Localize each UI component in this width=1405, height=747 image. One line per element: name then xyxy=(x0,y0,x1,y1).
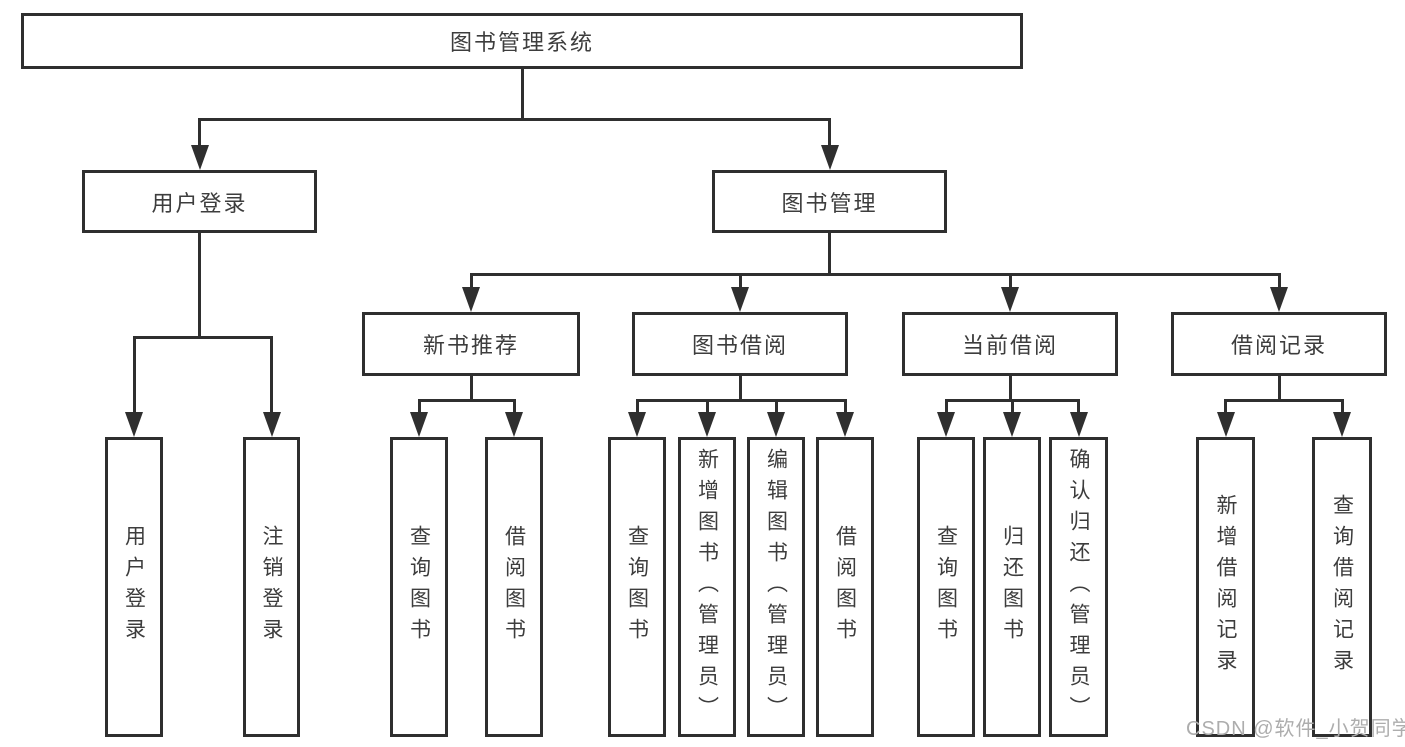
node-label: 新书推荐 xyxy=(422,333,519,358)
connector-rail xyxy=(469,273,1281,276)
arrowhead-icon xyxy=(1069,412,1088,437)
node-label: 查询借阅记录 xyxy=(1330,494,1354,680)
arrowhead-icon xyxy=(410,412,428,437)
arrowhead-icon xyxy=(505,412,523,437)
diagram-node-mgmt: 图书管理 xyxy=(712,170,947,233)
diagram-node-user-login: 用户登录 xyxy=(105,437,163,737)
node-label: 图书管理 xyxy=(781,190,878,216)
arrowhead-icon xyxy=(190,145,209,170)
connector-drop xyxy=(417,399,421,421)
diagram-node-br-query: 查询借阅记录 xyxy=(1312,437,1372,737)
connector-stem xyxy=(828,232,831,276)
diagram-node-nb-borrow: 借阅图书 xyxy=(485,437,543,737)
node-label: 查询图书 xyxy=(625,525,649,649)
node-label: 借阅记录 xyxy=(1230,333,1327,358)
connector-drop xyxy=(774,399,778,421)
arrowhead-icon xyxy=(262,412,281,437)
connector-rail xyxy=(132,336,273,339)
arrowhead-icon xyxy=(698,412,716,437)
diagram-node-newrec: 新书推荐 xyxy=(362,312,580,376)
diagram-node-login: 用户登录 xyxy=(82,170,317,233)
diagram-node-bb-add: 新增图书（管理员） xyxy=(678,437,736,737)
diagram-node-br-add: 新增借阅记录 xyxy=(1196,437,1255,737)
node-label: 新增图书（管理员） xyxy=(695,447,719,727)
arrowhead-icon xyxy=(628,412,646,437)
diagram-node-nb-query: 查询图书 xyxy=(390,437,448,737)
arrowhead-icon xyxy=(1270,287,1288,312)
diagram-node-root: 图书管理系统 xyxy=(21,13,1023,69)
node-label: 图书管理系统 xyxy=(449,30,594,55)
arrowhead-icon xyxy=(1333,412,1351,437)
arrowhead-icon xyxy=(731,287,749,312)
connector-drop xyxy=(132,336,136,421)
watermark: CSDN @软件_小贺同学 xyxy=(1186,718,1405,740)
diagram-node-bb-edit: 编辑图书（管理员） xyxy=(747,437,805,737)
arrowhead-icon xyxy=(125,412,143,437)
connector-rail xyxy=(417,399,516,402)
connector-drop xyxy=(198,118,201,154)
node-label: 确认归还（管理员） xyxy=(1067,447,1090,727)
connector-rail xyxy=(635,399,847,402)
diagram-node-cb-return: 归还图书 xyxy=(983,437,1041,737)
arrowhead-icon xyxy=(767,412,785,437)
diagram-node-bb-borrow: 借阅图书 xyxy=(816,437,874,737)
diagram-node-records: 借阅记录 xyxy=(1171,312,1387,376)
connector-drop xyxy=(828,118,831,154)
connector-drop xyxy=(738,273,742,296)
connector-stem xyxy=(738,375,742,402)
diagram-node-bb-query: 查询图书 xyxy=(608,437,666,737)
arrowhead-icon xyxy=(836,412,854,437)
diagram-node-cb-query: 查询图书 xyxy=(917,437,975,737)
diagram-node-logout: 注销登录 xyxy=(243,437,300,737)
node-label: 用户登录 xyxy=(151,190,248,216)
node-label: 查询图书 xyxy=(407,525,431,649)
connector-drop xyxy=(1010,399,1014,421)
connector-stem xyxy=(1277,375,1281,402)
arrowhead-icon xyxy=(462,287,480,312)
connector-drop xyxy=(635,399,639,421)
connector-drop xyxy=(1277,273,1281,296)
node-label: 编辑图书（管理员） xyxy=(764,447,788,727)
node-label: 用户登录 xyxy=(122,525,146,649)
arrowhead-icon xyxy=(1003,412,1021,437)
connector-drop xyxy=(512,399,516,421)
connector-drop xyxy=(270,336,273,421)
connector-drop xyxy=(705,399,709,421)
node-label: 查询图书 xyxy=(934,525,958,649)
arrowhead-icon xyxy=(937,412,955,437)
node-label: 新增借阅记录 xyxy=(1214,494,1237,680)
connector-drop xyxy=(1224,399,1227,421)
connector-drop xyxy=(1077,399,1080,421)
node-label: 借阅图书 xyxy=(502,525,526,649)
node-label: 当前借阅 xyxy=(961,333,1058,358)
connector-rail xyxy=(198,118,831,121)
connector-drop xyxy=(469,273,473,296)
connector-stem xyxy=(198,232,201,339)
connector-stem xyxy=(1008,375,1012,402)
diagram-node-borrow: 图书借阅 xyxy=(632,312,848,376)
arrowhead-icon xyxy=(820,145,839,170)
arrowhead-icon xyxy=(1001,287,1019,312)
connector-stem xyxy=(520,68,524,121)
diagram-node-current: 当前借阅 xyxy=(902,312,1118,376)
node-label: 图书借阅 xyxy=(691,333,788,358)
connector-drop xyxy=(1008,273,1012,296)
connector-stem xyxy=(469,375,473,402)
connector-drop xyxy=(843,399,847,421)
connector-rail xyxy=(1224,399,1344,402)
connector-drop xyxy=(1340,399,1344,421)
node-label: 归还图书 xyxy=(1000,525,1024,649)
node-label: 注销登录 xyxy=(260,525,283,649)
node-label: 借阅图书 xyxy=(833,525,857,649)
arrowhead-icon xyxy=(1216,412,1235,437)
connector-drop xyxy=(944,399,948,421)
diagram-node-cb-confirm: 确认归还（管理员） xyxy=(1049,437,1108,737)
